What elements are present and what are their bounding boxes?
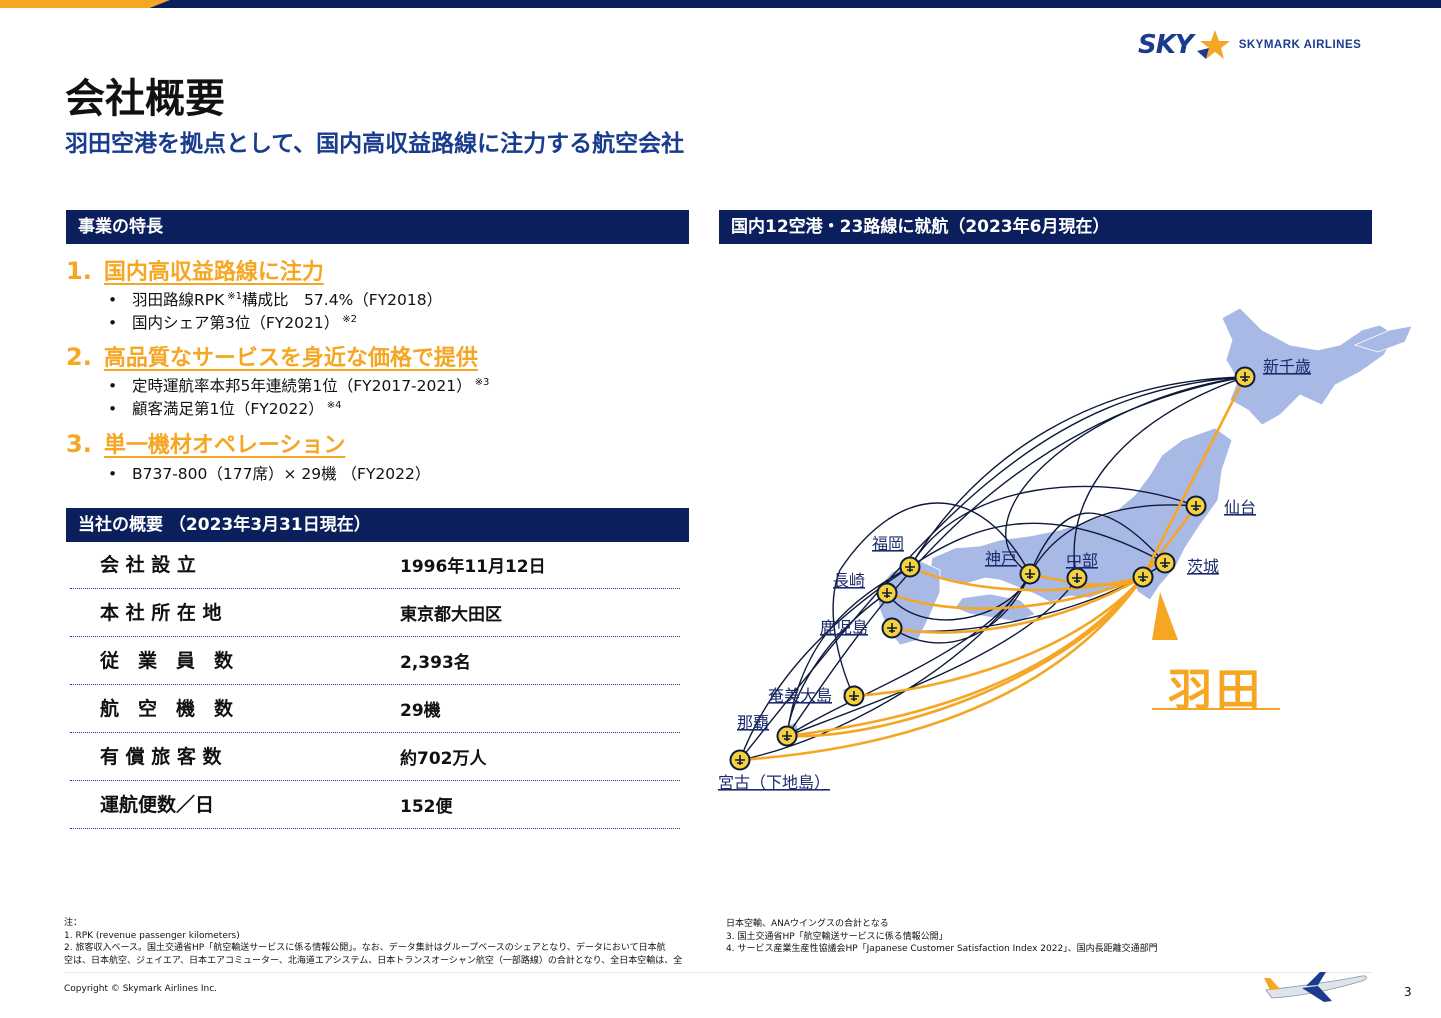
haneda-routes bbox=[739, 376, 1247, 762]
star-icon bbox=[1196, 30, 1230, 59]
notes-heading: 注： bbox=[64, 918, 83, 928]
overview-header: 当社の概要 （2023年3月31日現在） bbox=[66, 508, 689, 542]
footnotes-right: 日本空輸、ANAウイングスの合計となる 3. 国土交通省HP「航空輸送サービスに… bbox=[726, 918, 1158, 956]
feature-1-text: 国内高収益路線に注力 bbox=[103, 260, 324, 285]
overview-row-headquarters: 本 社 所 在 地 東京都大田区 bbox=[70, 588, 680, 637]
skymark-logo: SKY SKYMARK AIRLINES bbox=[1138, 28, 1361, 62]
footer-divider bbox=[64, 972, 1372, 973]
airport-labels: 新千歳 仙台 茨城 中部 神戸 福岡 長崎 鹿児島 奄美大島 那覇 宮古（下地島… bbox=[718, 357, 1311, 792]
airport-marker-kobe bbox=[1019, 563, 1041, 585]
feature-2-text: 高品質なサービスを身近な価格で提供 bbox=[103, 346, 478, 371]
airport-marker-ibaraki bbox=[1154, 552, 1176, 574]
page-subtitle: 羽田空港を拠点として、国内高収益路線に注力する航空会社 bbox=[65, 131, 685, 157]
overview-row-employees: 従 業 員 数 2,393名 bbox=[70, 636, 680, 685]
note-1: 1. RPK (revenue passenger kilometers) bbox=[64, 930, 240, 941]
feature-2-bullet-2: •顧客満足第1位（FY2022）※4 bbox=[108, 399, 342, 418]
airport-marker-fukuoka bbox=[899, 556, 921, 578]
feature-3-text: 単一機材オペレーション bbox=[103, 433, 346, 458]
feature-2-title: 2. 高品質なサービスを身近な価格で提供 bbox=[66, 340, 478, 372]
features-header: 事業の特長 bbox=[66, 210, 689, 244]
feature-1-bullet-2: •国内シェア第3位（FY2021）※2 bbox=[108, 313, 357, 332]
label-naha: 那覇 bbox=[737, 713, 769, 732]
label-sendai: 仙台 bbox=[1224, 498, 1256, 517]
haneda-pointer-arrow bbox=[1152, 592, 1178, 640]
feature-3-title: 3. 単一機材オペレーション bbox=[66, 427, 345, 459]
label-miyako: 宮古（下地島） bbox=[718, 773, 830, 792]
note-2-line-1: 2. 旅客収入ベース。国土交通省HP「航空輸送サービスに係る情報公開」。なお、デ… bbox=[64, 943, 666, 954]
japan-landmass bbox=[732, 307, 1413, 767]
feature-3-number: 3. bbox=[66, 430, 92, 458]
airport-marker-naha bbox=[776, 725, 798, 747]
note-2-line-2: 空は、日本航空、ジェイエア、日本エアコミューター、北海道エアシステム、日本トラン… bbox=[64, 955, 683, 966]
top-bar bbox=[0, 0, 1441, 8]
airport-marker-amami bbox=[843, 685, 865, 707]
airport-marker-chubu bbox=[1066, 567, 1088, 589]
network-header: 国内12空港・23路線に就航（2023年6月現在） bbox=[719, 210, 1372, 244]
airport-marker-haneda bbox=[1132, 566, 1154, 588]
overview-row-aircraft: 航 空 機 数 29機 bbox=[70, 684, 680, 733]
hub-underline bbox=[1152, 708, 1280, 710]
page-number: 3 bbox=[1404, 985, 1412, 999]
logo-airline-name: SKYMARK AIRLINES bbox=[1238, 39, 1362, 51]
overview-row-passengers: 有 償 旅 客 数 約702万人 bbox=[70, 732, 680, 781]
airport-marker-kagoshima bbox=[881, 617, 903, 639]
dark-routes bbox=[739, 376, 1246, 761]
feature-1-number: 1. bbox=[66, 257, 92, 285]
feature-1-title: 1. 国内高収益路線に注力 bbox=[66, 254, 324, 286]
note-4: 4. サービス産業生産性協議会HP「Japanese Customer Sati… bbox=[726, 944, 1158, 955]
label-kobe: 神戸 bbox=[985, 549, 1017, 568]
label-ibaraki: 茨城 bbox=[1187, 557, 1219, 576]
airport-marker-miyako bbox=[729, 749, 751, 771]
copyright-text: Copyright © Skymark Airlines Inc. bbox=[64, 984, 217, 994]
page-title: 会社概要 bbox=[65, 76, 225, 122]
airport-marker-nagasaki bbox=[876, 582, 898, 604]
feature-2-bullet-1: •定時運航率本邦5年連続第1位（FY2017-2021）※3 bbox=[108, 376, 490, 395]
top-bar-accent bbox=[0, 0, 170, 8]
airplane-icon bbox=[1264, 972, 1367, 1002]
label-shin-chitose: 新千歳 bbox=[1263, 357, 1311, 376]
overview-row-flights: 運航便数／日 152便 bbox=[70, 780, 680, 829]
hub-label-haneda: 羽田 bbox=[1168, 665, 1264, 716]
airport-markers bbox=[729, 366, 1256, 771]
route-map: 新千歳 仙台 茨城 中部 神戸 福岡 長崎 鹿児島 奄美大島 那覇 宮古（下地島… bbox=[718, 307, 1413, 792]
label-nagasaki: 長崎 bbox=[833, 571, 865, 590]
footnotes-left: 注： 1. RPK (revenue passenger kilometers)… bbox=[64, 917, 682, 967]
overview-row-founded: 会 社 設 立 1996年11月12日 bbox=[70, 540, 680, 589]
note-2-line-3: 日本空輸、ANAウイングスの合計となる bbox=[726, 919, 889, 929]
label-amami: 奄美大島 bbox=[768, 686, 832, 705]
note-3: 3. 国土交通省HP「航空輸送サービスに係る情報公開」 bbox=[726, 931, 948, 942]
label-fukuoka: 福岡 bbox=[872, 534, 904, 553]
airport-marker-sendai bbox=[1185, 495, 1207, 517]
airport-marker-shin-chitose bbox=[1234, 366, 1256, 388]
logo-sky-text: SKY bbox=[1138, 30, 1194, 60]
feature-2-number: 2. bbox=[66, 343, 92, 371]
feature-1-bullet-1: •羽田路線RPK※1構成比 57.4%（FY2018） bbox=[108, 290, 443, 309]
label-chubu: 中部 bbox=[1066, 551, 1098, 570]
feature-3-bullet-1: •B737-800（177席）× 29機 （FY2022） bbox=[108, 465, 431, 483]
label-kagoshima: 鹿児島 bbox=[820, 618, 868, 637]
